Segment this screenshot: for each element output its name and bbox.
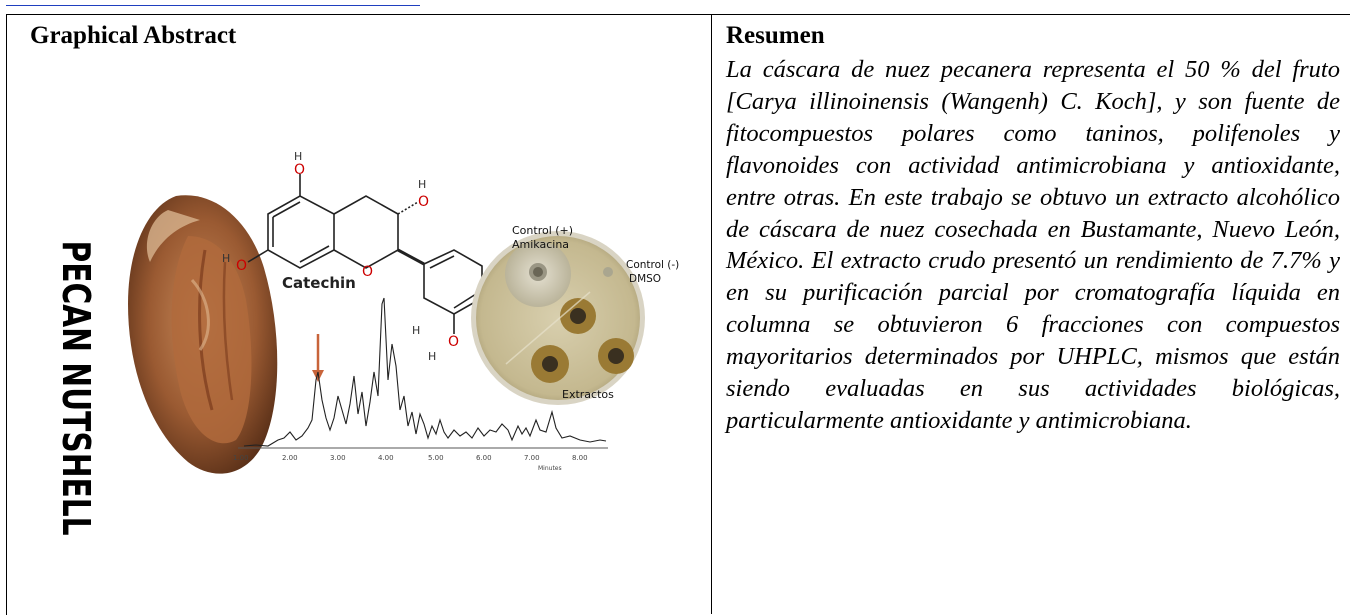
pecan-image xyxy=(128,195,278,474)
extracts-label: Extractos xyxy=(562,388,614,401)
atom-o-bottom: O xyxy=(448,334,459,350)
atom-o-ring: O xyxy=(362,264,373,280)
column-divider xyxy=(711,14,712,614)
chromatogram-axis: 1.00 2.00 3.00 4.00 5.00 6.00 7.00 8.00 … xyxy=(233,454,588,472)
control-positive-label: Control (+) xyxy=(512,224,573,237)
atom-h-bottom: H xyxy=(428,350,436,363)
atom-o-top: O xyxy=(294,162,305,178)
control-positive-agent: Amikacina xyxy=(512,238,569,251)
graphical-abstract-heading: Graphical Abstract xyxy=(30,22,237,49)
control-negative-label: Control (-) xyxy=(626,259,679,271)
catechin-label: Catechin xyxy=(282,274,356,292)
link-underline[interactable] xyxy=(6,0,420,6)
atom-h-top: H xyxy=(294,150,302,163)
tick-label: 5.00 xyxy=(428,454,444,462)
atom-h-upper-right: H xyxy=(418,178,426,191)
tick-label: 2.00 xyxy=(282,454,298,462)
chromatogram xyxy=(238,297,608,449)
tick-label: 6.00 xyxy=(476,454,492,462)
graphical-abstract-figure: H O H O H O O O H H O H Catechin 1.00 2.… xyxy=(128,150,679,474)
resumen-heading: Resumen xyxy=(726,22,825,49)
abstract-table xyxy=(6,14,1350,615)
peak-arrow xyxy=(312,334,324,382)
atom-o-upper-right: O xyxy=(418,194,429,210)
tick-label: 1.00 xyxy=(233,454,249,462)
tick-label: 8.00 xyxy=(572,454,588,462)
tick-label: 4.00 xyxy=(378,454,394,462)
resumen-body: La cáscara de nuez pecanera representa e… xyxy=(726,56,1340,434)
dish-labels: Control (+) Amikacina Control (-) DMSO E… xyxy=(512,224,679,401)
petri-dish xyxy=(471,231,645,405)
atom-h-left: H xyxy=(222,252,230,265)
catechin-structure xyxy=(247,174,501,334)
atom-o-left: O xyxy=(236,258,247,274)
axis-unit: Minutes xyxy=(538,465,562,472)
control-negative-agent: DMSO xyxy=(629,273,661,285)
tick-label: 3.00 xyxy=(330,454,346,462)
atom-h-bottom-left: H xyxy=(412,324,420,337)
tick-label: 7.00 xyxy=(524,454,540,462)
